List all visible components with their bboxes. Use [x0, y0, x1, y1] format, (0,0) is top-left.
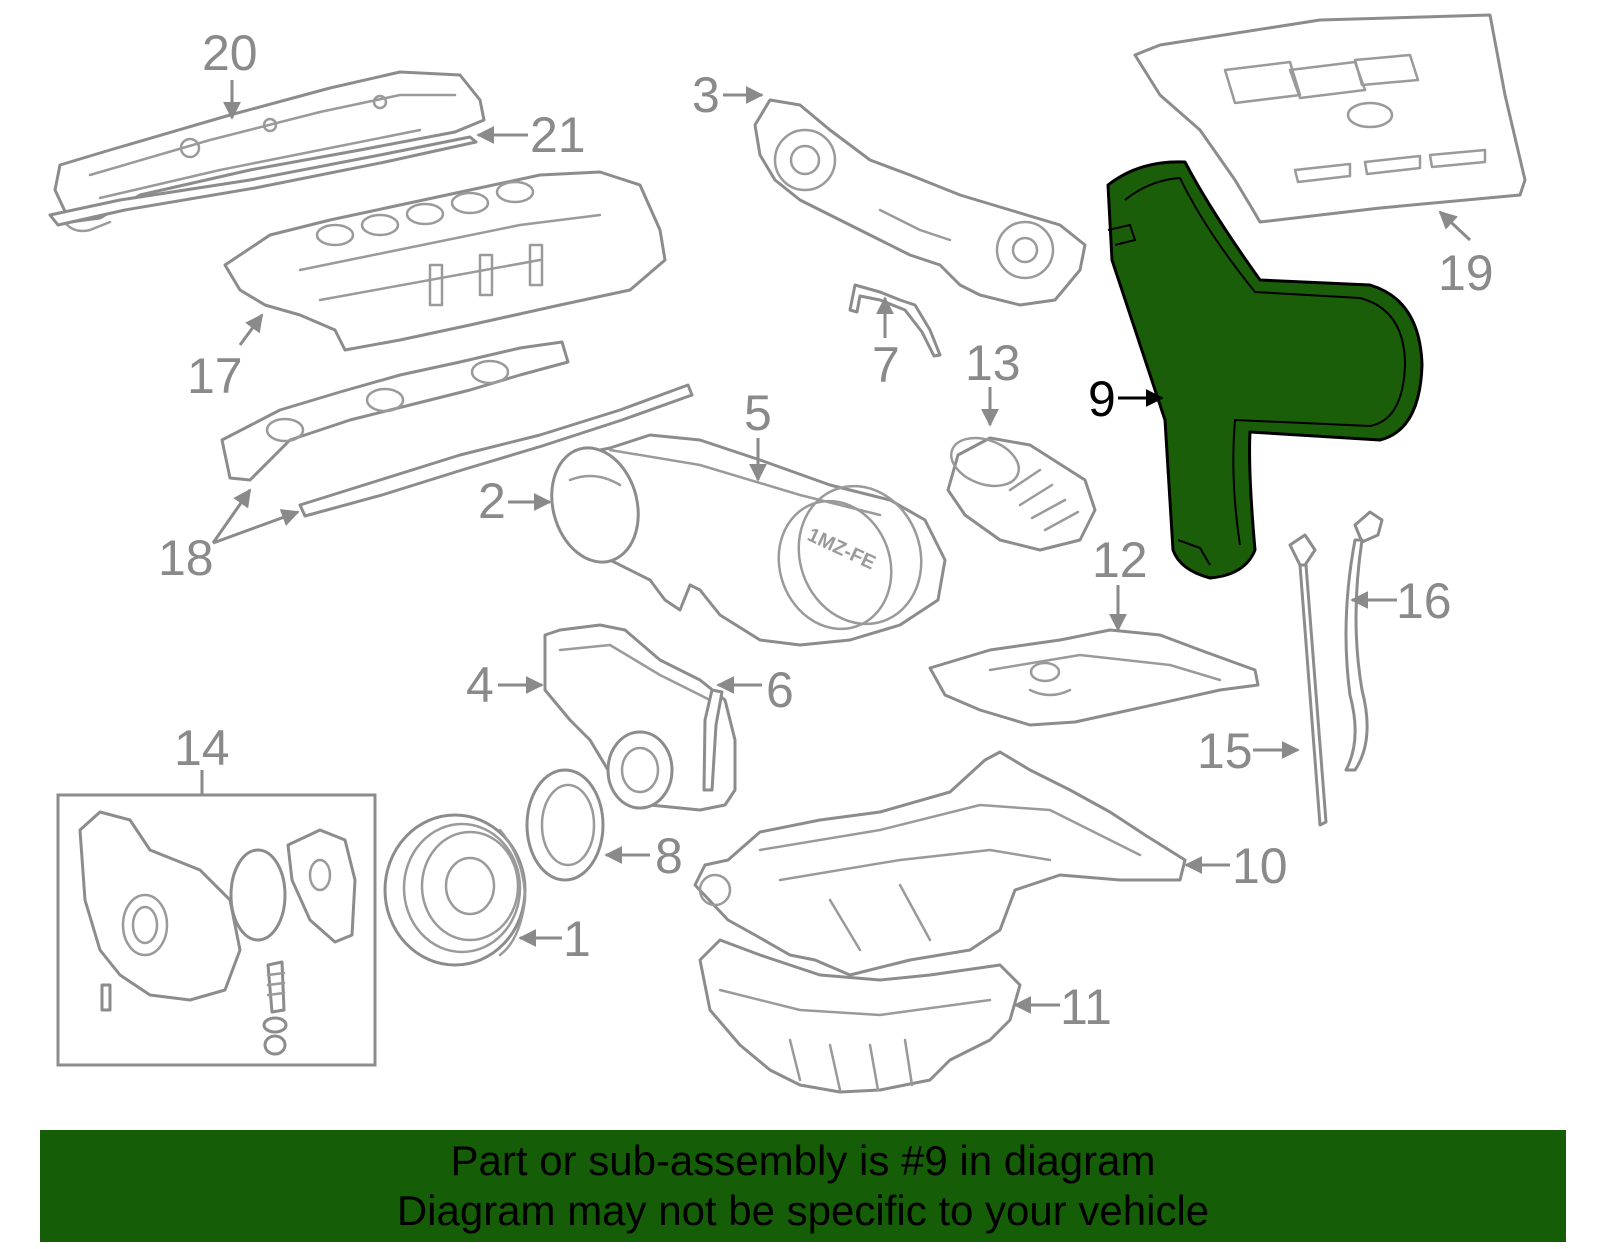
callout-9-highlighted: 9 — [1088, 371, 1116, 427]
callout-6: 6 — [766, 662, 794, 718]
callout-10: 10 — [1232, 838, 1288, 894]
callout-2: 2 — [478, 473, 506, 529]
part-6-timing-belt-gasket[interactable] — [702, 688, 724, 792]
banner-line-disclaimer: Diagram may not be specific to your vehi… — [396, 1187, 1210, 1234]
part-8-oil-seal[interactable] — [525, 768, 605, 882]
part-5-timing-belt-cover-no1[interactable]: 1MZ-FE — [553, 433, 947, 647]
callout-numbers: 20 21 3 17 7 13 19 9 5 2 18 12 16 4 6 14… — [158, 25, 1494, 1035]
callout-12: 12 — [1092, 532, 1148, 588]
callout-18: 18 — [158, 530, 214, 586]
callout-16: 16 — [1396, 573, 1452, 629]
part-10-oil-pan-upper[interactable] — [693, 750, 1187, 977]
callout-3: 3 — [692, 67, 720, 123]
part-17-intake-manifold[interactable] — [223, 170, 667, 352]
part-14-oil-pump-assembly[interactable] — [56, 793, 377, 1067]
callout-19: 19 — [1438, 245, 1494, 301]
callout-14: 14 — [174, 720, 230, 776]
part-21-head-cover-gasket[interactable] — [48, 135, 478, 227]
part-3-timing-belt-rear-plate[interactable] — [753, 98, 1087, 307]
part-16-oil-level-gauge-guide[interactable] — [1344, 510, 1384, 772]
part-12-oil-pan-baffle[interactable] — [928, 628, 1260, 727]
callout-4: 4 — [466, 657, 494, 713]
part-13-oil-filter[interactable] — [945, 429, 1097, 552]
callout-13: 13 — [965, 335, 1021, 391]
callout-5: 5 — [744, 385, 772, 441]
callout-21: 21 — [530, 107, 586, 163]
part-1-crankshaft-pulley[interactable] — [383, 813, 527, 967]
callout-20: 20 — [202, 25, 258, 81]
part-7-bracket[interactable] — [848, 283, 942, 358]
callout-15: 15 — [1197, 723, 1253, 779]
part-15-oil-level-gauge[interactable] — [1288, 533, 1328, 827]
leader-lines — [200, 80, 1472, 1014]
callout-1: 1 — [563, 911, 591, 967]
info-banner: Part or sub-assembly is #9 in diagram Di… — [40, 1130, 1566, 1242]
banner-line-part-number: Part or sub-assembly is #9 in diagram — [450, 1137, 1156, 1184]
part-9-timing-belt-cover[interactable] — [1106, 160, 1424, 580]
part-18-intake-gaskets[interactable] — [220, 340, 694, 518]
part-11-oil-pan-lower[interactable] — [698, 938, 1022, 1094]
callout-11: 11 — [1060, 979, 1112, 1035]
callout-7: 7 — [872, 337, 900, 393]
callout-8: 8 — [655, 828, 683, 884]
part-2-timing-belt-cover-no2[interactable] — [539, 438, 650, 572]
callout-17: 17 — [187, 348, 243, 404]
part-19-engine-cover[interactable] — [1133, 13, 1527, 224]
part-9-timing-belt-cover-body[interactable] — [1106, 160, 1424, 580]
